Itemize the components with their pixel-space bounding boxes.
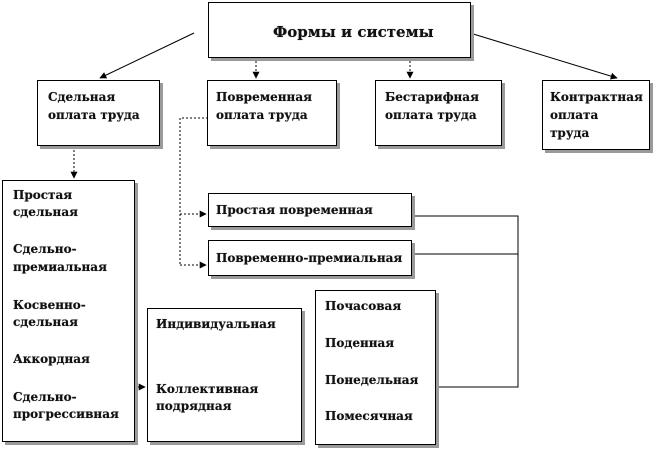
piecework-bonus-line-2: премиальная xyxy=(13,260,107,274)
form-time-line-1: Повременная xyxy=(216,90,312,104)
time-unit-weekly: Понедельная xyxy=(325,373,419,387)
form-piecework-line-1: Сдельная xyxy=(48,90,116,104)
form-contract-line-2: оплата xyxy=(550,108,599,122)
arrow-root-to-contract xyxy=(469,32,618,80)
form-box-contract xyxy=(542,80,650,150)
time-unit-daily: Поденная xyxy=(325,336,395,350)
piecework-indirect-line-2: сдельная xyxy=(13,315,78,329)
form-tariffless-line-2: оплата труда xyxy=(385,108,477,122)
piecework-simple-line-1: Простая xyxy=(13,188,73,202)
form-piecework-line-2: оплата труда xyxy=(48,108,140,122)
piecework-bonus-line-1: Сдельно- xyxy=(13,242,77,256)
piecework-lumpsum: Аккордная xyxy=(13,352,90,366)
form-time-line-2: оплата труда xyxy=(216,108,308,122)
piecework-indirect-line-1: Косвенно- xyxy=(13,298,86,312)
time-unit-hourly: Почасовая xyxy=(325,299,402,313)
piecework-systems-box xyxy=(2,180,135,442)
arrow-root-to-piecework xyxy=(99,32,195,79)
time-simple-box xyxy=(208,193,412,227)
organization-collective-line-1: Коллективная xyxy=(156,382,259,396)
time-bonus-box xyxy=(208,240,412,276)
bracket-time-to-systems xyxy=(179,117,208,265)
root-box xyxy=(208,2,471,58)
time-unit-monthly: Помесячная xyxy=(325,409,413,423)
organization-collective-line-2: подрядная xyxy=(156,399,232,413)
organization-individual: Индивидуальная xyxy=(156,317,276,331)
organization-box xyxy=(147,308,302,442)
piecework-progressive-line-1: Сдельно- xyxy=(13,390,77,404)
piecework-simple-line-2: сдельная xyxy=(13,205,78,219)
bracket-systems-to-units xyxy=(412,215,519,388)
time-units-box xyxy=(315,290,436,445)
piecework-progressive-line-2: прогрессивная xyxy=(13,407,119,421)
form-box-piecework xyxy=(37,80,160,146)
time-simple-label: Простая повременная xyxy=(216,203,373,217)
form-tariffless-line-1: Бестарифная xyxy=(385,90,479,104)
form-contract-line-1: Контрактная xyxy=(550,90,643,104)
root-title: Формы и системы xyxy=(273,23,434,41)
form-box-tariffless xyxy=(375,80,502,146)
form-contract-line-3: труда xyxy=(550,126,590,140)
form-box-time xyxy=(207,80,337,146)
time-bonus-label: Повременно-премиальная xyxy=(216,251,403,265)
